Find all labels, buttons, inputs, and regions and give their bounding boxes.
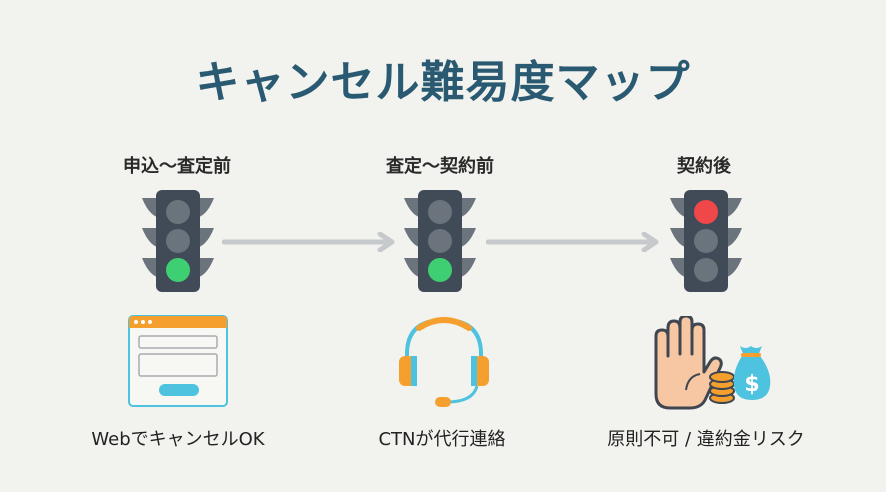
caption-2: CTNが代行連絡 xyxy=(378,429,506,450)
traffic-light-icon-1 xyxy=(142,190,214,292)
stage-label-1: 申込〜査定前 xyxy=(123,156,231,177)
money-bag-icon: $ xyxy=(733,346,771,400)
svg-text:$: $ xyxy=(744,372,759,397)
stage-label-3: 契約後 xyxy=(677,156,731,177)
traffic-light-icon-2 xyxy=(404,190,476,292)
arrow-right-icon-1 xyxy=(222,232,395,252)
caption-3: 原則不可 / 違約金リスク xyxy=(607,429,805,450)
web-form-icon xyxy=(128,315,228,407)
lamp-middle xyxy=(166,229,190,253)
hand-stop-money-icon: $ xyxy=(654,316,771,410)
stage-label-2: 査定〜契約前 xyxy=(386,156,494,177)
lamp-top xyxy=(166,200,190,224)
arrow-right-icon-2 xyxy=(486,232,659,252)
page-title: キャンセル難易度マップ xyxy=(195,57,691,108)
lamp-bottom-green xyxy=(166,258,190,282)
headset-icon xyxy=(399,317,489,407)
traffic-light-icon-3 xyxy=(670,190,742,292)
caption-1: WebでキャンセルOK xyxy=(91,429,265,450)
coins-icon xyxy=(709,371,735,404)
